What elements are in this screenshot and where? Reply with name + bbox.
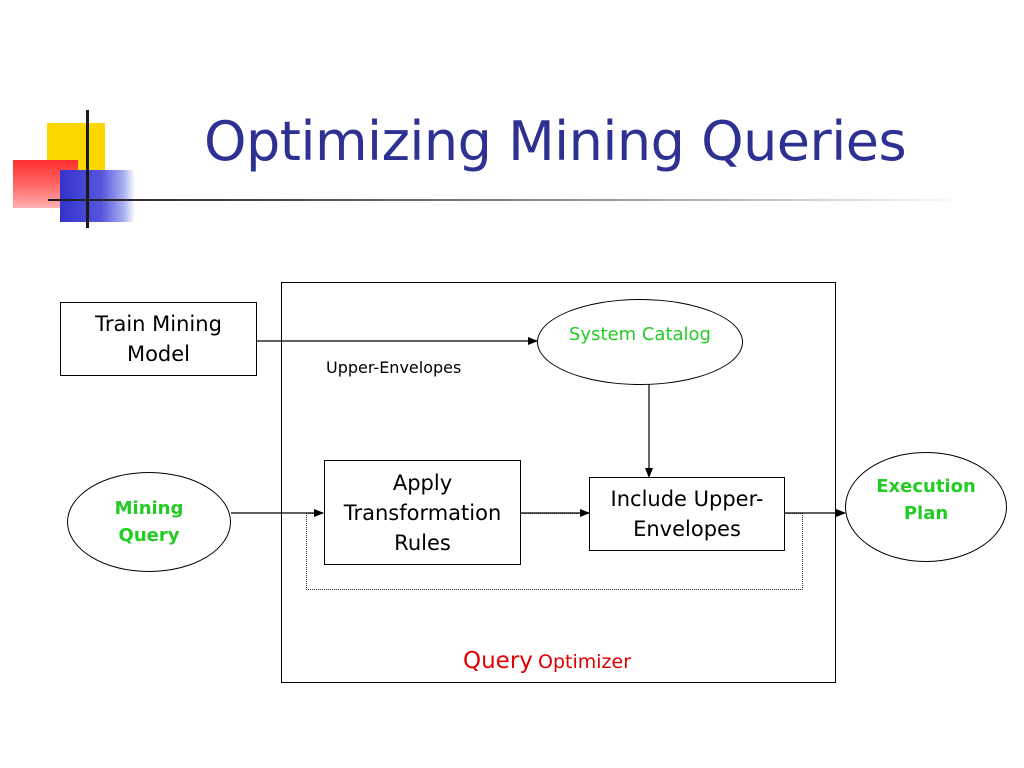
upper-envelopes-edge-label: Upper-Envelopes — [326, 358, 462, 377]
include-envelopes-line1: Include Upper- — [610, 487, 764, 511]
execution-plan-node: Execution Plan — [845, 452, 1007, 562]
caption-word-optimizer: Optimizer — [538, 651, 632, 673]
execution-plan-line2: Plan — [903, 503, 949, 524]
query-optimizer-frame — [281, 282, 836, 683]
apply-rules-line3: Rules — [394, 530, 451, 555]
decor-blue-square — [60, 170, 135, 222]
train-model-line2: Model — [126, 342, 191, 366]
train-mining-model-box: Train Mining Model — [60, 302, 257, 376]
apply-rules-line1: Apply — [392, 470, 453, 495]
mining-query-line1: Mining — [114, 498, 184, 519]
title-underline — [48, 199, 968, 201]
train-model-line1: Train Mining — [95, 312, 222, 336]
system-catalog-label: System Catalog — [569, 323, 711, 345]
mining-query-node: Mining Query — [67, 472, 231, 572]
decor-vertical-line — [86, 110, 89, 228]
system-catalog-node: System Catalog — [537, 299, 743, 385]
apply-rules-line2: Transformation — [343, 500, 502, 525]
execution-plan-line1: Execution — [876, 476, 976, 497]
mining-query-line2: Query — [118, 525, 180, 546]
caption-word-query: Query — [463, 648, 533, 674]
apply-transformation-rules-box: Apply Transformation Rules — [324, 460, 521, 565]
include-envelopes-line2: Envelopes — [633, 517, 741, 541]
query-optimizer-caption: Query Optimizer — [463, 648, 631, 674]
slide-title: Optimizing Mining Queries — [204, 110, 907, 173]
include-upper-envelopes-box: Include Upper- Envelopes — [589, 477, 785, 551]
